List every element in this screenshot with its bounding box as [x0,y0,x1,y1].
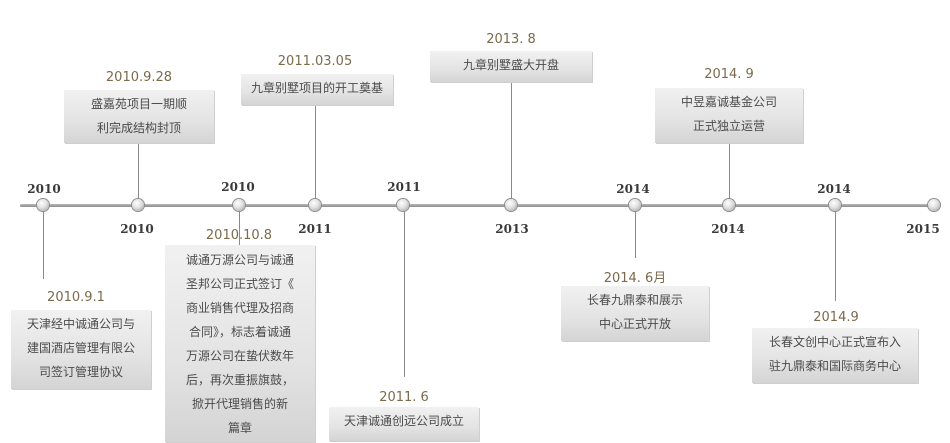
year-label: 2014 [711,222,745,236]
year-label: 2013 [495,222,529,236]
connector-line [43,211,44,279]
event-box: 天津诚通创远公司成立 [329,407,479,441]
connector-line [635,211,636,258]
timeline-node [397,199,409,211]
connector-line [404,211,405,377]
event-box: 长春文创中心正式宣布入 驻九鼎泰和国际商务中心 [752,328,918,383]
event-box: 中昱嘉诚基金公司 正式独立运营 [655,88,803,143]
event-date: 2011.03.05 [277,54,353,69]
event-date: 2014.9 [813,310,859,325]
event-text-line: 商业销售代理及招商 [185,301,294,315]
event-text-line: 九章别墅项目的开工奠基 [250,81,383,95]
event-text-line: 驻九鼎泰和国际商务中心 [768,359,901,373]
event-box: 天津经中诚通公司与 建国酒店管理有限公 司签订管理协议 [11,310,151,389]
event-box: 九章别墅盛大开盘 [430,51,592,82]
year-label: 2015 [906,222,940,236]
year-label: 2014 [616,182,650,196]
event-text-line: 长春文创中心正式宣布入 [768,335,901,349]
event-text-line: 中昱嘉诚基金公司 [680,95,777,109]
event-text-line: 中心正式开放 [598,317,671,331]
event-date: 2010.9.1 [47,290,105,305]
event-text-line: 九章别墅盛大开盘 [462,58,559,72]
timeline-node [629,199,641,211]
timeline-node [928,199,940,211]
event-text-line: 正式独立运营 [692,119,765,133]
timeline-axis [20,204,938,207]
event-date: 2010.9.28 [105,70,173,85]
connector-line [729,143,730,199]
event-date: 2013. 8 [486,32,536,47]
event-text-line: 掀开代理销售的新 [191,397,288,411]
event-text-line: 天津经中诚通公司与 [26,317,135,331]
event-date: 2014. 9 [704,67,754,82]
event-date: 2014. 6月 [603,271,667,286]
event-box: 盛嘉苑项目一期顺 利完成结构封顶 [64,90,214,143]
event-text-line: 圣邦公司正式签订《 [185,277,294,291]
event-text-line: 篇章 [227,421,252,435]
year-label: 2010 [120,222,154,236]
timeline-node [505,199,517,211]
event-text-line: 建国酒店管理有限公 [26,341,135,355]
timeline-node [309,199,321,211]
year-label: 2014 [817,182,851,196]
event-text-line: 后，再次重振旗鼓， [185,373,294,387]
event-text-line: 万源公司在蛰伏数年 [185,349,294,363]
timeline-node [37,199,49,211]
event-text-line: 盛嘉苑项目一期顺 [90,97,187,111]
event-date: 2010.10.8 [205,228,273,243]
event-text-line: 长春九鼎泰和展示 [586,293,683,307]
event-text-line: 合同》，标志着诚通 [188,325,291,339]
connector-line [835,211,836,301]
event-box: 长春九鼎泰和展示 中心正式开放 [561,286,709,341]
timeline-node [233,199,245,211]
year-label: 2010 [27,182,61,196]
event-text-line: 天津诚通创远公司成立 [343,414,464,428]
connector-line [138,143,139,199]
timeline-node [829,199,841,211]
timeline-node [132,199,144,211]
year-label: 2011 [387,180,421,194]
connector-line [511,82,512,199]
year-label: 2010 [221,180,255,194]
event-date: 2011. 6 [379,390,429,405]
event-box: 九章别墅项目的开工奠基 [241,74,393,105]
timeline-node [723,199,735,211]
event-box: 诚通万源公司与诚通 圣邦公司正式签订《 商业销售代理及招商 合同》，标志着诚通 … [165,245,315,442]
event-text-line: 司签订管理协议 [38,365,123,379]
event-text-line: 诚通万源公司与诚通 [185,253,294,267]
event-text-line: 利完成结构封顶 [96,121,181,135]
connector-line [315,105,316,199]
connector-line [239,211,240,245]
year-label: 2011 [298,222,332,236]
